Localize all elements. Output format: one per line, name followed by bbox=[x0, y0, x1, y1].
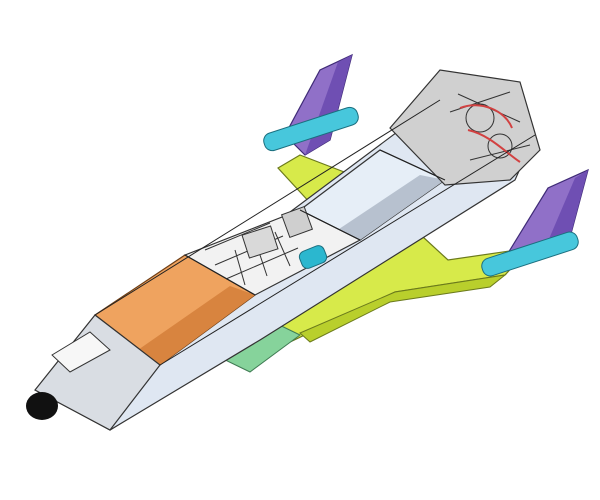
orange-section-shade bbox=[135, 286, 255, 365]
interior-cyan-tank bbox=[298, 245, 328, 269]
nose-window-frame bbox=[51, 331, 111, 373]
main-wing-near-shadow bbox=[299, 274, 507, 343]
interior-module bbox=[280, 205, 314, 239]
fuselage-outlines bbox=[94, 99, 536, 366]
engine-bay bbox=[389, 69, 541, 186]
nose-tip bbox=[26, 392, 58, 420]
engine-wires bbox=[459, 104, 521, 163]
fin-mount-lower bbox=[481, 231, 579, 277]
silver-section-shade bbox=[330, 175, 445, 240]
fin-mount-upper bbox=[263, 106, 359, 152]
interior-equipment-box bbox=[241, 225, 279, 259]
